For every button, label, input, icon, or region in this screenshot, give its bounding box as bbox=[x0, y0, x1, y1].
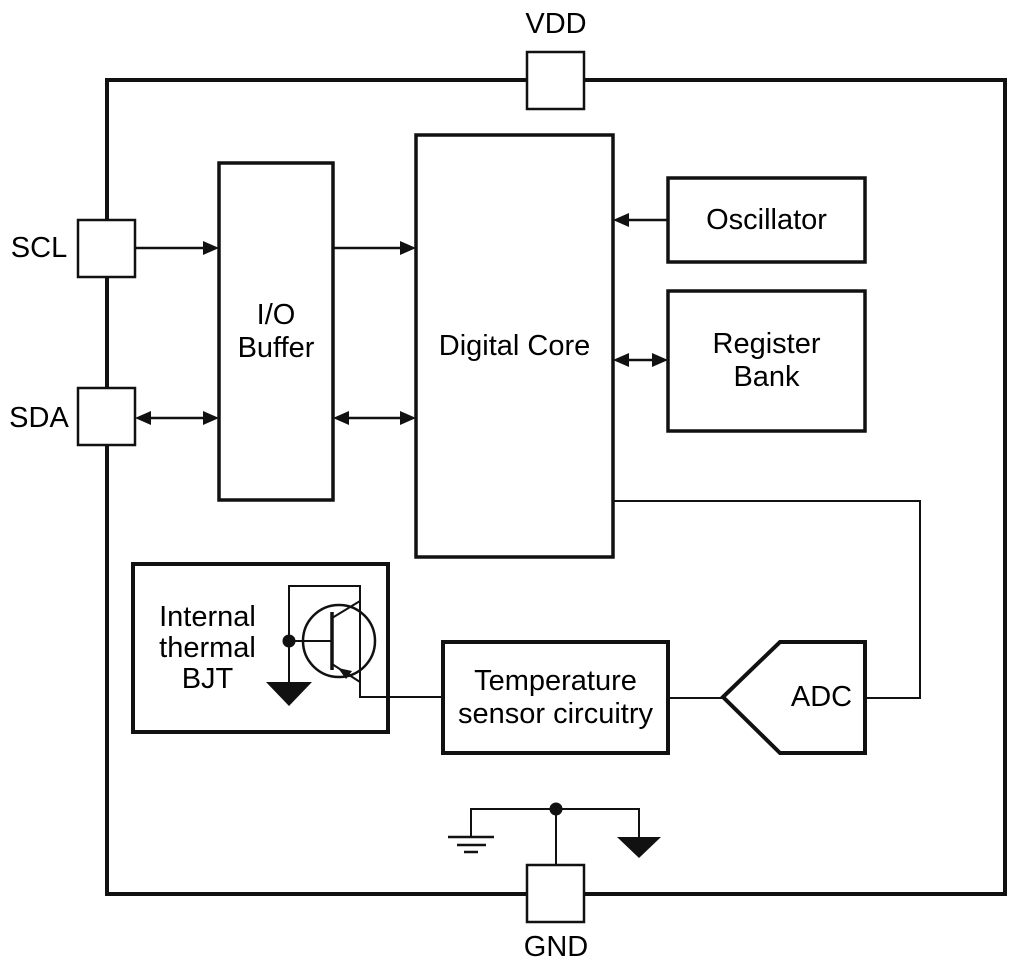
core-register-bank-wire bbox=[613, 353, 668, 367]
arrowhead-left-icon bbox=[333, 411, 349, 425]
digital-core-label: Digital Core bbox=[438, 329, 591, 362]
arrowhead-left-icon bbox=[613, 213, 629, 227]
ground-network bbox=[448, 802, 661, 865]
io-buffer-label: I/O Buffer bbox=[237, 298, 315, 364]
arrowhead-right-icon bbox=[203, 241, 219, 255]
scl-pin-label: SCL bbox=[10, 231, 68, 264]
arrowhead-right-icon bbox=[203, 411, 219, 425]
sda-buffer-wire bbox=[135, 411, 219, 425]
oscillator-block bbox=[666, 176, 867, 264]
internal-thermal-bjt-block bbox=[131, 562, 390, 734]
oscillator-to-core-wire bbox=[613, 213, 668, 227]
collector-base-loop-wire bbox=[288, 585, 443, 698]
earth-ground-icon bbox=[448, 835, 494, 854]
register-bank-label: Register Bank bbox=[712, 328, 821, 393]
temperature-sensor-label: Temperature sensor circuitry bbox=[458, 664, 653, 730]
scl-pin bbox=[76, 218, 137, 279]
arrowhead-right-icon bbox=[652, 353, 668, 367]
oscillator-label: Oscillator bbox=[706, 203, 827, 236]
io-buffer-block bbox=[217, 161, 335, 502]
arrowhead-right-icon bbox=[400, 241, 416, 255]
arrowhead-left-icon bbox=[613, 353, 629, 367]
core-to-adc-wire bbox=[613, 500, 921, 699]
gnd-pin bbox=[525, 863, 586, 924]
sda-pin-label: SDA bbox=[9, 401, 69, 434]
buffer-core-bidir-wire bbox=[333, 411, 416, 425]
gnd-pin-label: GND bbox=[523, 930, 589, 963]
buffer-to-core-wire bbox=[333, 241, 416, 255]
register-bank-block bbox=[666, 289, 867, 433]
adc-block bbox=[720, 640, 867, 755]
junction-dot bbox=[282, 634, 296, 648]
sda-pin bbox=[76, 386, 137, 447]
pnp-transistor-icon bbox=[266, 585, 443, 706]
arrowhead-right-icon bbox=[400, 411, 416, 425]
vdd-pin bbox=[525, 50, 586, 111]
vdd-pin-label: VDD bbox=[525, 7, 587, 40]
adc-label: ADC bbox=[790, 681, 853, 713]
digital-core-block bbox=[414, 133, 615, 559]
arrowhead-left-icon bbox=[135, 411, 151, 425]
emitter-arrow-icon bbox=[338, 668, 352, 679]
junction-dot bbox=[549, 802, 563, 816]
ground-arrow-icon bbox=[617, 837, 661, 858]
internal-thermal-bjt-label: Internal thermal BJT bbox=[159, 600, 256, 695]
scl-to-buffer-wire bbox=[135, 241, 219, 255]
substrate-arrow-icon bbox=[266, 682, 312, 706]
